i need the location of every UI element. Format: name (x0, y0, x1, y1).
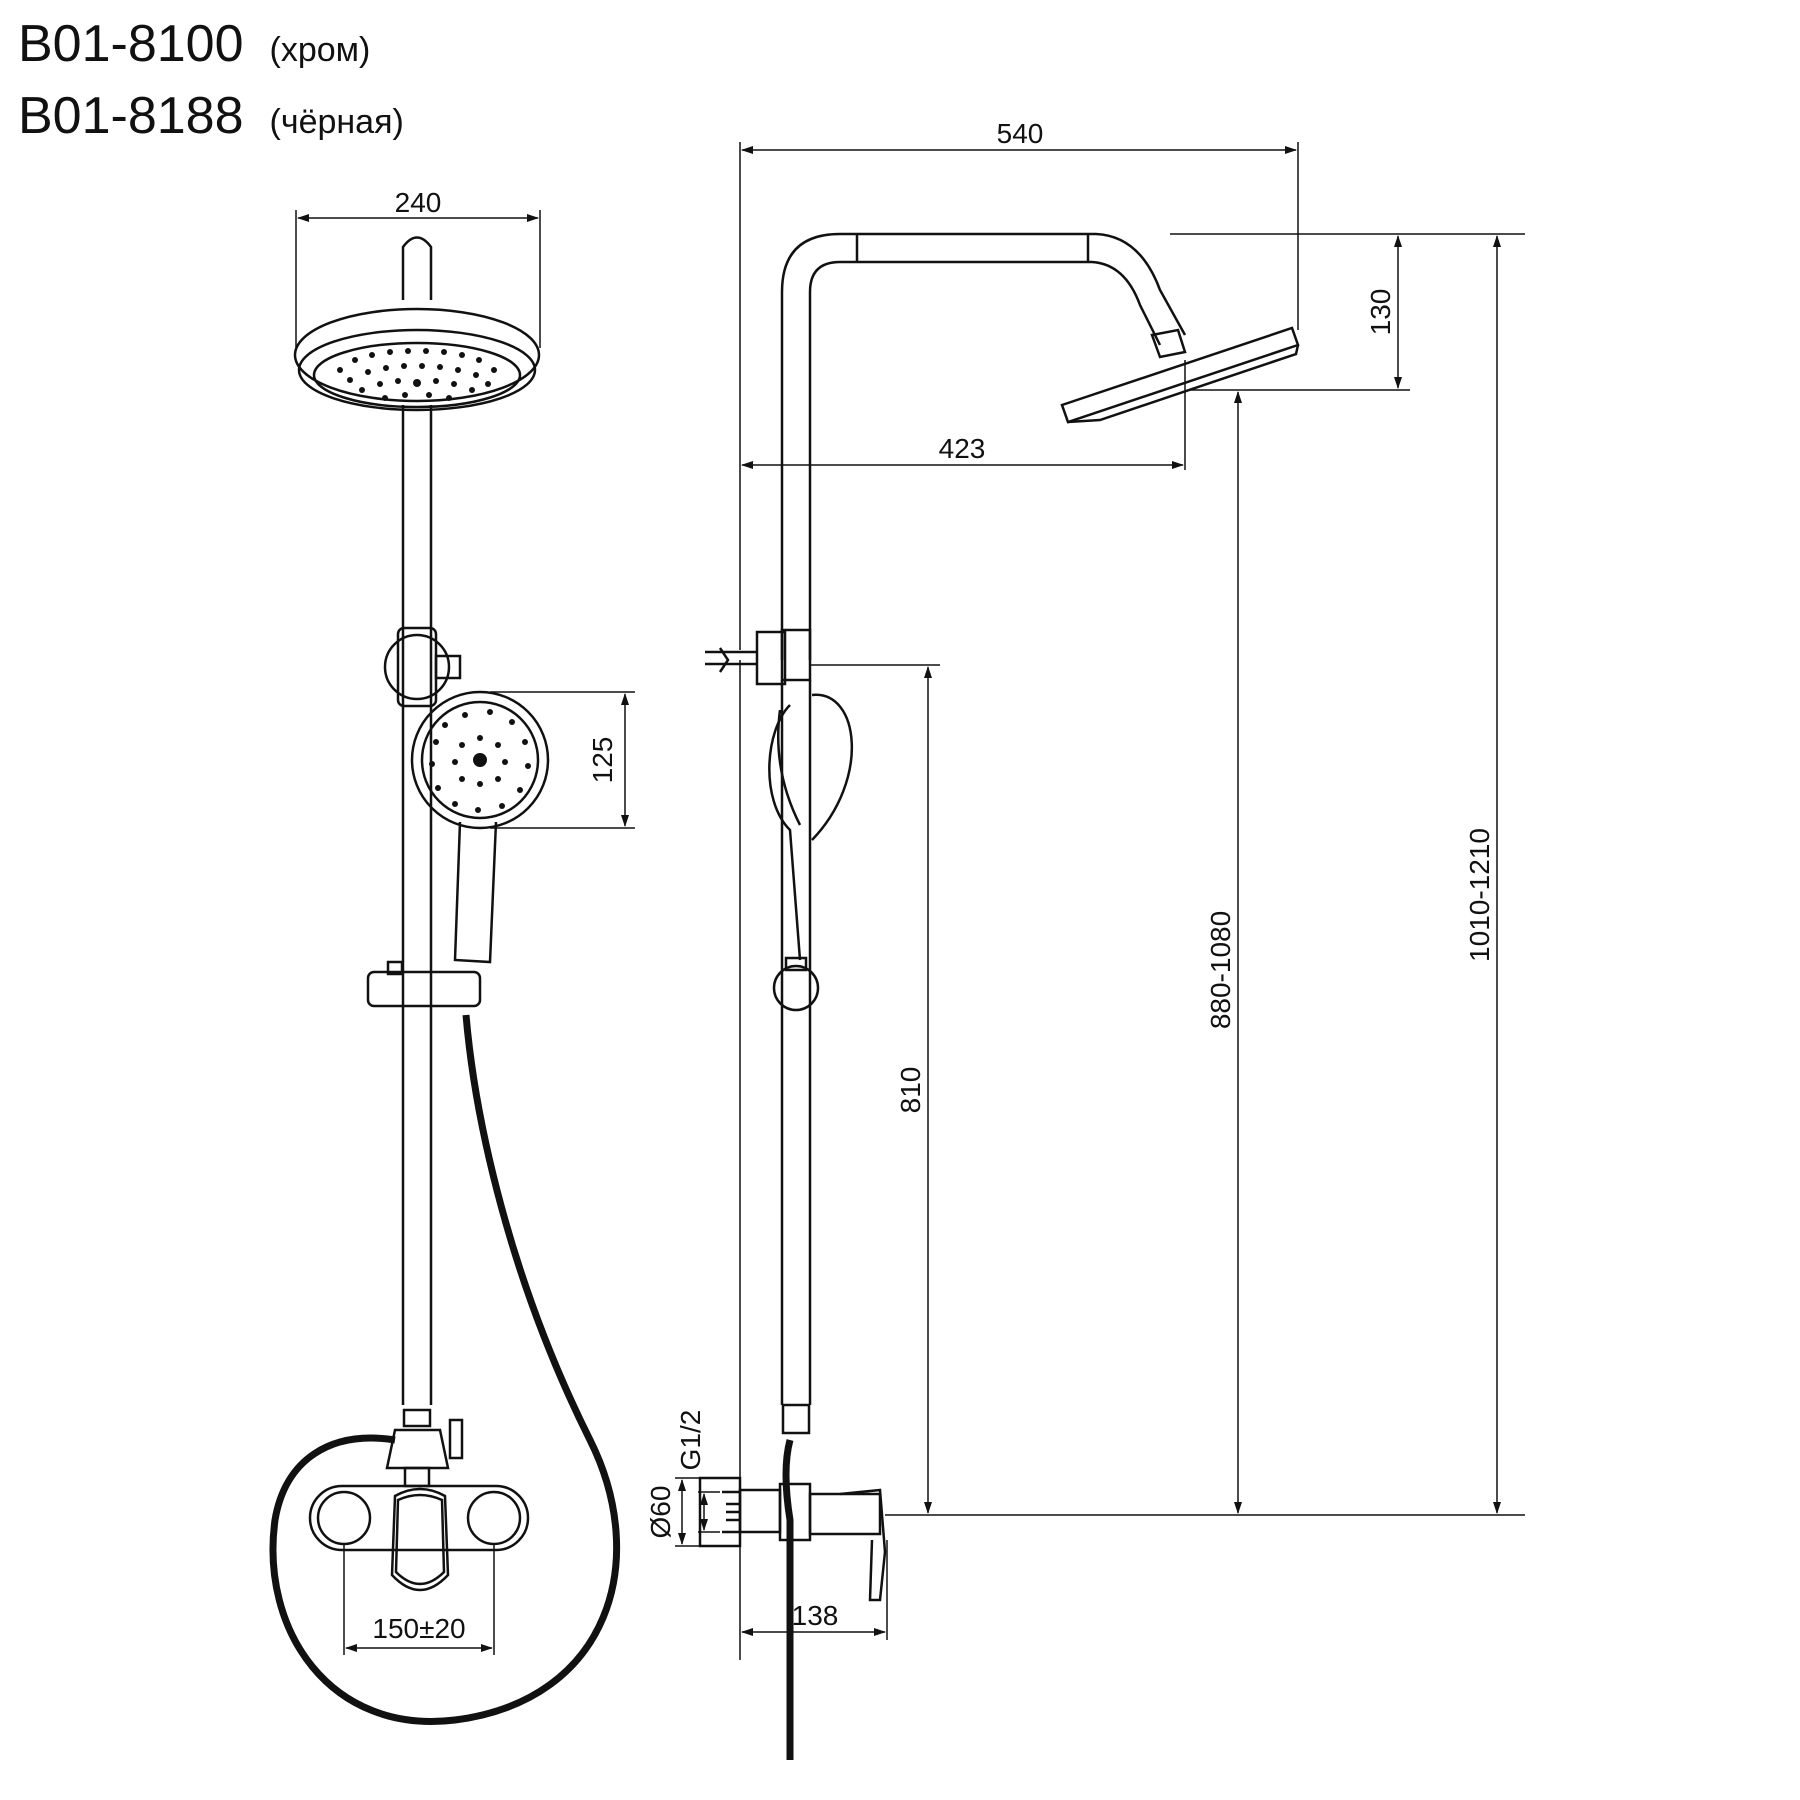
lower-slider (366, 960, 482, 1008)
model-code: B01-8100 (18, 15, 244, 73)
hand-shower (410, 690, 550, 964)
hose (269, 1014, 621, 1725)
rail-outer (780, 232, 1187, 660)
side-dimensions (675, 142, 1525, 1660)
dim-hand-shower: 125 (587, 737, 618, 784)
hand-nozzles (429, 709, 531, 813)
front-mixer (308, 1484, 530, 1592)
head-shower (293, 307, 541, 412)
dim-total-height: 1010-1210 (1464, 828, 1495, 962)
model-titles: B01-8100 (хром) B01-8188 (чёрная) (18, 14, 404, 158)
model-code: B01-8188 (18, 87, 244, 145)
dim-thread: G1/2 (675, 1410, 706, 1471)
dim-head-height: 130 (1365, 289, 1396, 336)
dim-inlet-spacing: 150±20 (372, 1613, 465, 1644)
dim-mixer-depth: 138 (792, 1600, 839, 1631)
model-finish: (чёрная) (269, 103, 404, 141)
side-head-shower (1060, 326, 1300, 424)
front-dimensions (295, 210, 635, 1655)
front-view (269, 236, 621, 1725)
dim-head-offset: 423 (939, 433, 986, 464)
side-bracket (705, 628, 812, 686)
upper-bracket (383, 626, 462, 708)
dim-head-diameter: 240 (395, 187, 442, 218)
model-row-chrome: B01-8100 (хром) (18, 14, 404, 86)
diverter (385, 1408, 464, 1488)
dim-slider-height: 810 (895, 1067, 926, 1114)
rail-inner (808, 260, 1162, 660)
model-finish: (хром) (269, 31, 371, 69)
dim-adjust-range: 880-1080 (1205, 911, 1236, 1029)
side-hose (782, 1439, 794, 1760)
dim-overall-width: 540 (997, 118, 1044, 149)
rail-top-cap (401, 236, 433, 300)
dim-escutcheon: Ø60 (645, 1486, 676, 1539)
model-row-black: B01-8188 (чёрная) (18, 86, 404, 158)
side-hand-shower (768, 693, 854, 1012)
head-nozzles (337, 348, 497, 401)
